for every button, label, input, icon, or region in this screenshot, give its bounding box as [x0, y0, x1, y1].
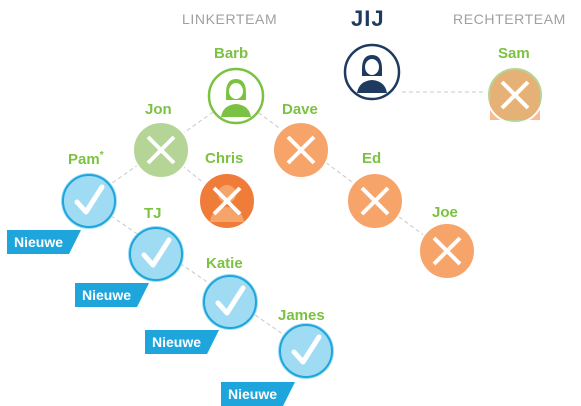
left-team-header: LINKERTEAM — [182, 11, 278, 27]
you-header: JIJ — [351, 6, 385, 31]
new-badge-katie: Nieuwe — [145, 330, 219, 354]
node-jon[interactable] — [132, 121, 190, 179]
node-sam[interactable] — [486, 66, 544, 124]
node-label-jon: Jon — [145, 101, 172, 118]
node-label-dave: Dave — [282, 101, 318, 118]
node-label-ed: Ed — [362, 150, 382, 167]
connector-barb-pam — [87, 95, 237, 201]
node-ed[interactable] — [346, 172, 404, 230]
node-label-pam: Pam* — [68, 150, 104, 168]
node-label-chris: Chris — [205, 150, 244, 167]
new-badge-pam: Nieuwe — [7, 230, 81, 254]
x-icon — [198, 172, 256, 230]
check-icon — [128, 226, 184, 282]
x-icon — [272, 121, 330, 179]
node-label-tj: TJ — [144, 205, 162, 222]
x-icon — [346, 172, 404, 230]
node-label-sam: Sam — [498, 45, 530, 62]
person-icon — [207, 67, 265, 125]
node-label-joe: Joe — [432, 204, 458, 221]
new-badge-tj: Nieuwe — [75, 283, 149, 307]
connector-pam-james — [87, 199, 307, 351]
check-icon — [61, 173, 117, 229]
person-icon — [343, 43, 401, 101]
node-label-katie: Katie — [206, 255, 243, 272]
node-label-barb: Barb — [214, 45, 249, 62]
x-icon — [486, 66, 544, 124]
node-james[interactable] — [277, 322, 335, 380]
pam-name: Pam — [68, 151, 100, 168]
node-label-james: James — [278, 307, 325, 324]
new-badge-james: Nieuwe — [221, 382, 295, 406]
node-pam[interactable] — [60, 172, 118, 230]
node-katie[interactable] — [201, 273, 259, 331]
check-icon — [278, 323, 334, 379]
node-tj[interactable] — [127, 225, 185, 283]
x-icon — [418, 222, 476, 280]
connector-barb-dave — [235, 95, 438, 246]
check-icon — [202, 274, 258, 330]
node-joe[interactable] — [418, 222, 476, 280]
right-team-header: RECHTERTEAM — [453, 11, 566, 27]
node-dave[interactable] — [272, 121, 330, 179]
x-icon — [132, 121, 190, 179]
you-node[interactable] — [343, 43, 401, 101]
node-barb[interactable] — [207, 67, 265, 125]
node-chris[interactable] — [198, 172, 256, 230]
pam-marker: * — [99, 150, 104, 161]
